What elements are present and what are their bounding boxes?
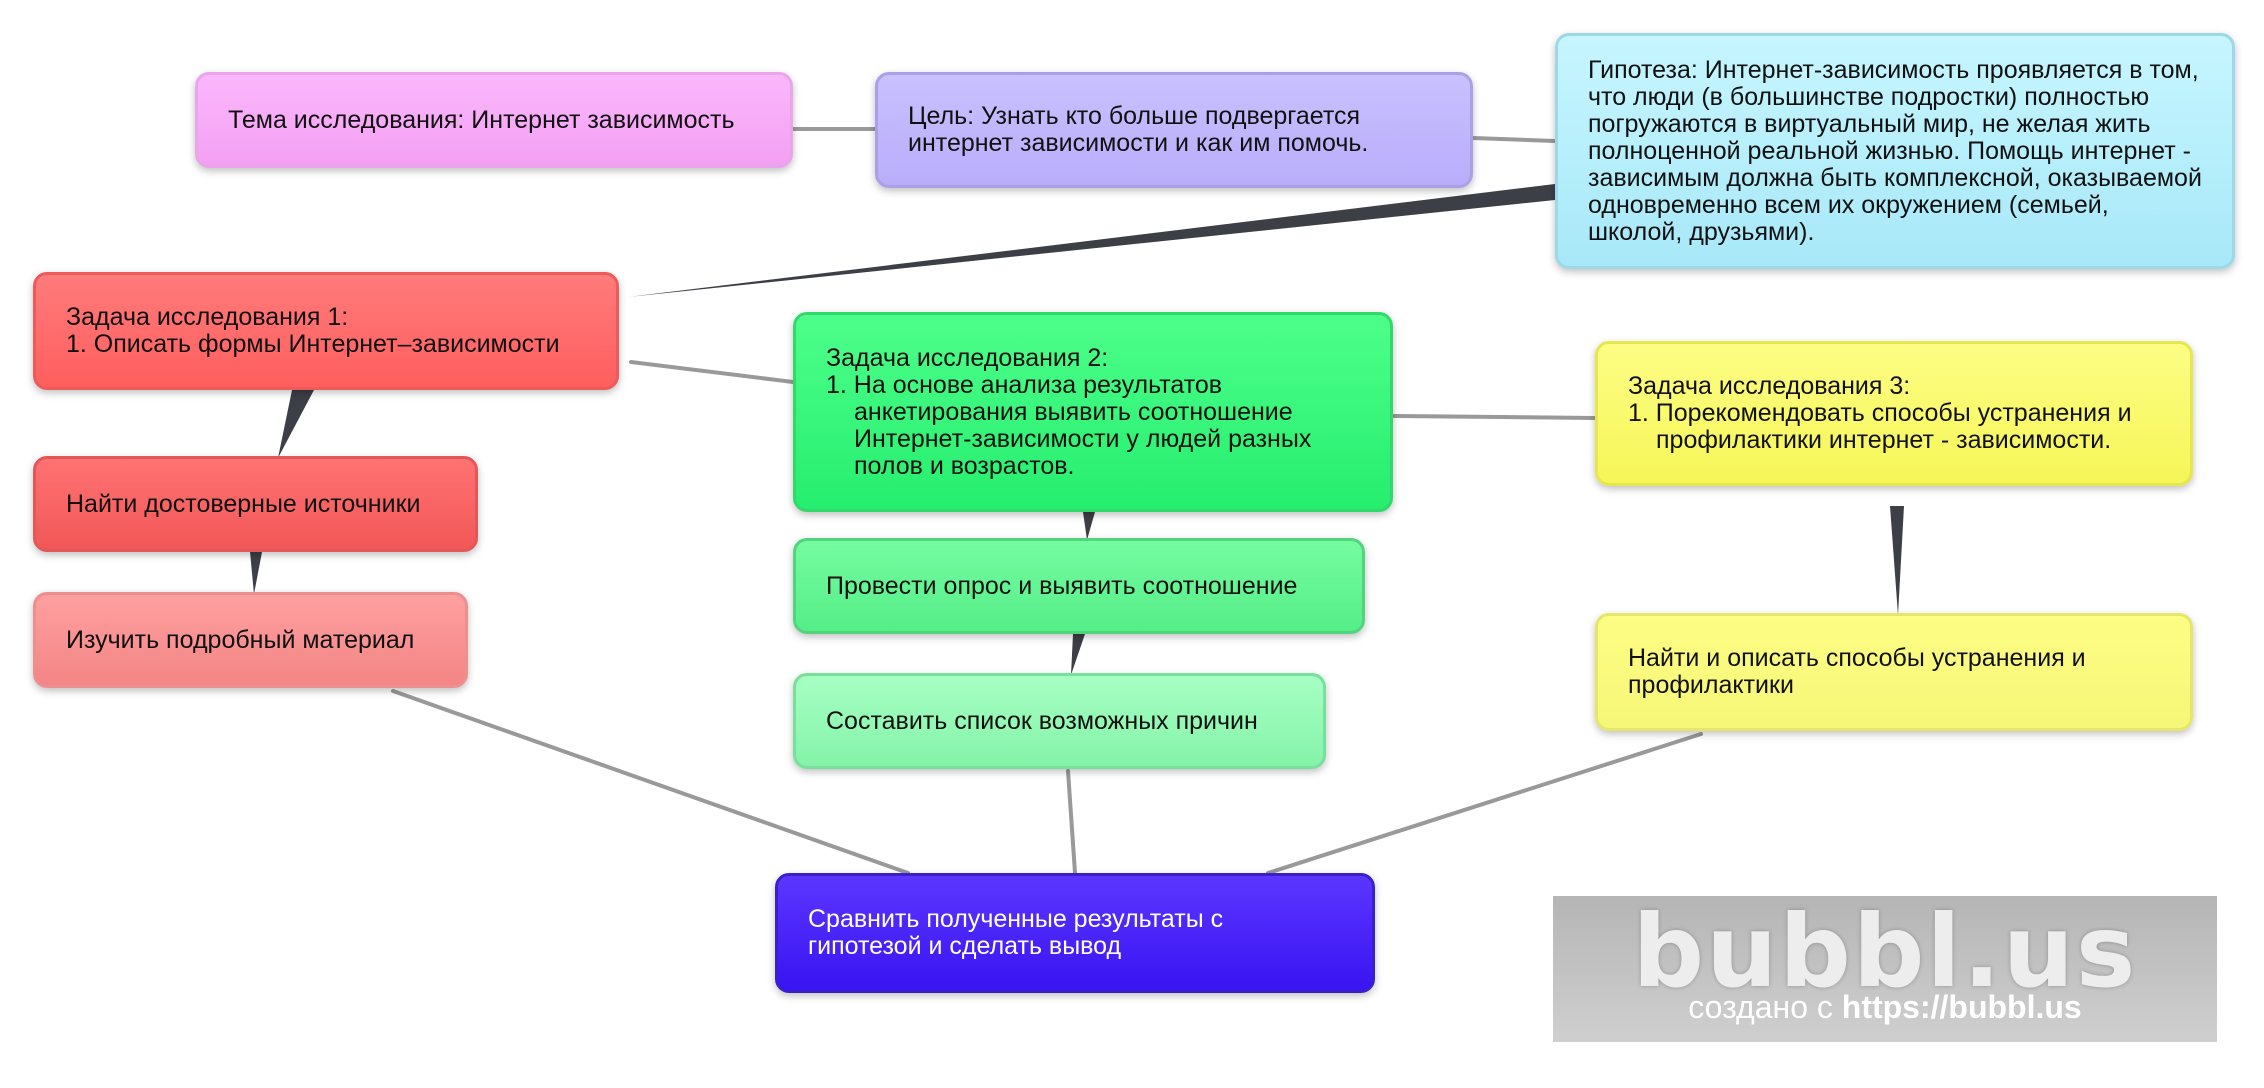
- connector-task1-task2: [629, 360, 795, 384]
- hypothesis-node[interactable]: Гипотеза: Интернет-зависимость проявляет…: [1555, 33, 2235, 269]
- task2-title: Задача исследования 2:: [826, 343, 1109, 372]
- connector-goal-hypothesis: [1471, 136, 1557, 143]
- survey-node[interactable]: Провести опрос и выявить соотношение: [793, 538, 1365, 634]
- connector-hypothesis-task1: [628, 184, 1555, 297]
- task3-title: Задача исследования 3:: [1628, 372, 1911, 400]
- find-ways-line-1: Найти и описать способы устранения и: [1628, 644, 2086, 672]
- task3-node[interactable]: Задача исследования 3: 1. Порекомендоват…: [1595, 341, 2193, 486]
- task1-item: 1. Описать формы Интернет–зависимости: [66, 330, 560, 358]
- goal-node[interactable]: Цель: Узнать кто больше подвергается инт…: [875, 72, 1473, 188]
- bubblus-logo: bubbl.us: [1632, 896, 2138, 1010]
- compare-line-1: Сравнить полученные результаты с: [808, 905, 1224, 933]
- survey-text: Провести опрос и выявить соотношение: [826, 571, 1298, 600]
- connector-ways-compare: [1266, 732, 1703, 875]
- connector-study-compare: [391, 689, 910, 875]
- connector-task1-find: [278, 390, 314, 458]
- connector-survey-list: [1071, 634, 1085, 675]
- hypothesis-text: Гипотеза: Интернет-зависимость проявляет…: [1588, 55, 2202, 246]
- task1-node[interactable]: Задача исследования 1: 1. Описать формы …: [33, 272, 619, 390]
- connector-task2-survey: [1083, 512, 1095, 540]
- watermark-caption: создано с https://bubbl.us: [1553, 989, 2217, 1025]
- causes-list-text: Составить список возможных причин: [826, 706, 1258, 735]
- compare-line-2: гипотезой и сделать вывод: [808, 932, 1122, 960]
- bubblus-watermark: bubbl.us создано с https://bubbl.us: [1553, 896, 2217, 1042]
- goal-line-2: интернет зависимости и как им помочь.: [908, 129, 1369, 157]
- task2-node[interactable]: Задача исследования 2: 1. На основе анал…: [793, 312, 1393, 512]
- find-ways-node[interactable]: Найти и описать способы устранения и про…: [1595, 613, 2193, 731]
- compare-node[interactable]: Сравнить полученные результаты с гипотез…: [775, 873, 1375, 993]
- task2-item: 1. На основе анализа результатов анкетир…: [826, 370, 1312, 480]
- goal-line-1: Цель: Узнать кто больше подвергается: [908, 102, 1361, 130]
- task3-item: 1. Порекомендовать способы устранения и …: [1628, 399, 2132, 454]
- topic-node[interactable]: Тема исследования: Интернет зависимость: [195, 72, 793, 168]
- connector-task2-task3: [1391, 414, 1597, 420]
- watermark-caption-prefix: создано с: [1688, 989, 1842, 1025]
- connector-task3-ways: [1890, 506, 1904, 615]
- causes-list-node[interactable]: Составить список возможных причин: [793, 673, 1326, 769]
- connector-list-compare: [1066, 769, 1077, 875]
- connector-find-study: [250, 552, 262, 594]
- find-ways-line-2: профилактики: [1628, 671, 1794, 699]
- find-sources-text: Найти достоверные источники: [66, 489, 421, 518]
- topic-text: Тема исследования: Интернет зависимость: [228, 105, 735, 134]
- study-material-node[interactable]: Изучить подробный материал: [33, 592, 468, 688]
- find-sources-node[interactable]: Найти достоверные источники: [33, 456, 478, 552]
- study-material-text: Изучить подробный материал: [66, 625, 415, 654]
- task1-title: Задача исследования 1:: [66, 303, 349, 331]
- watermark-url: https://bubbl.us: [1841, 989, 2082, 1025]
